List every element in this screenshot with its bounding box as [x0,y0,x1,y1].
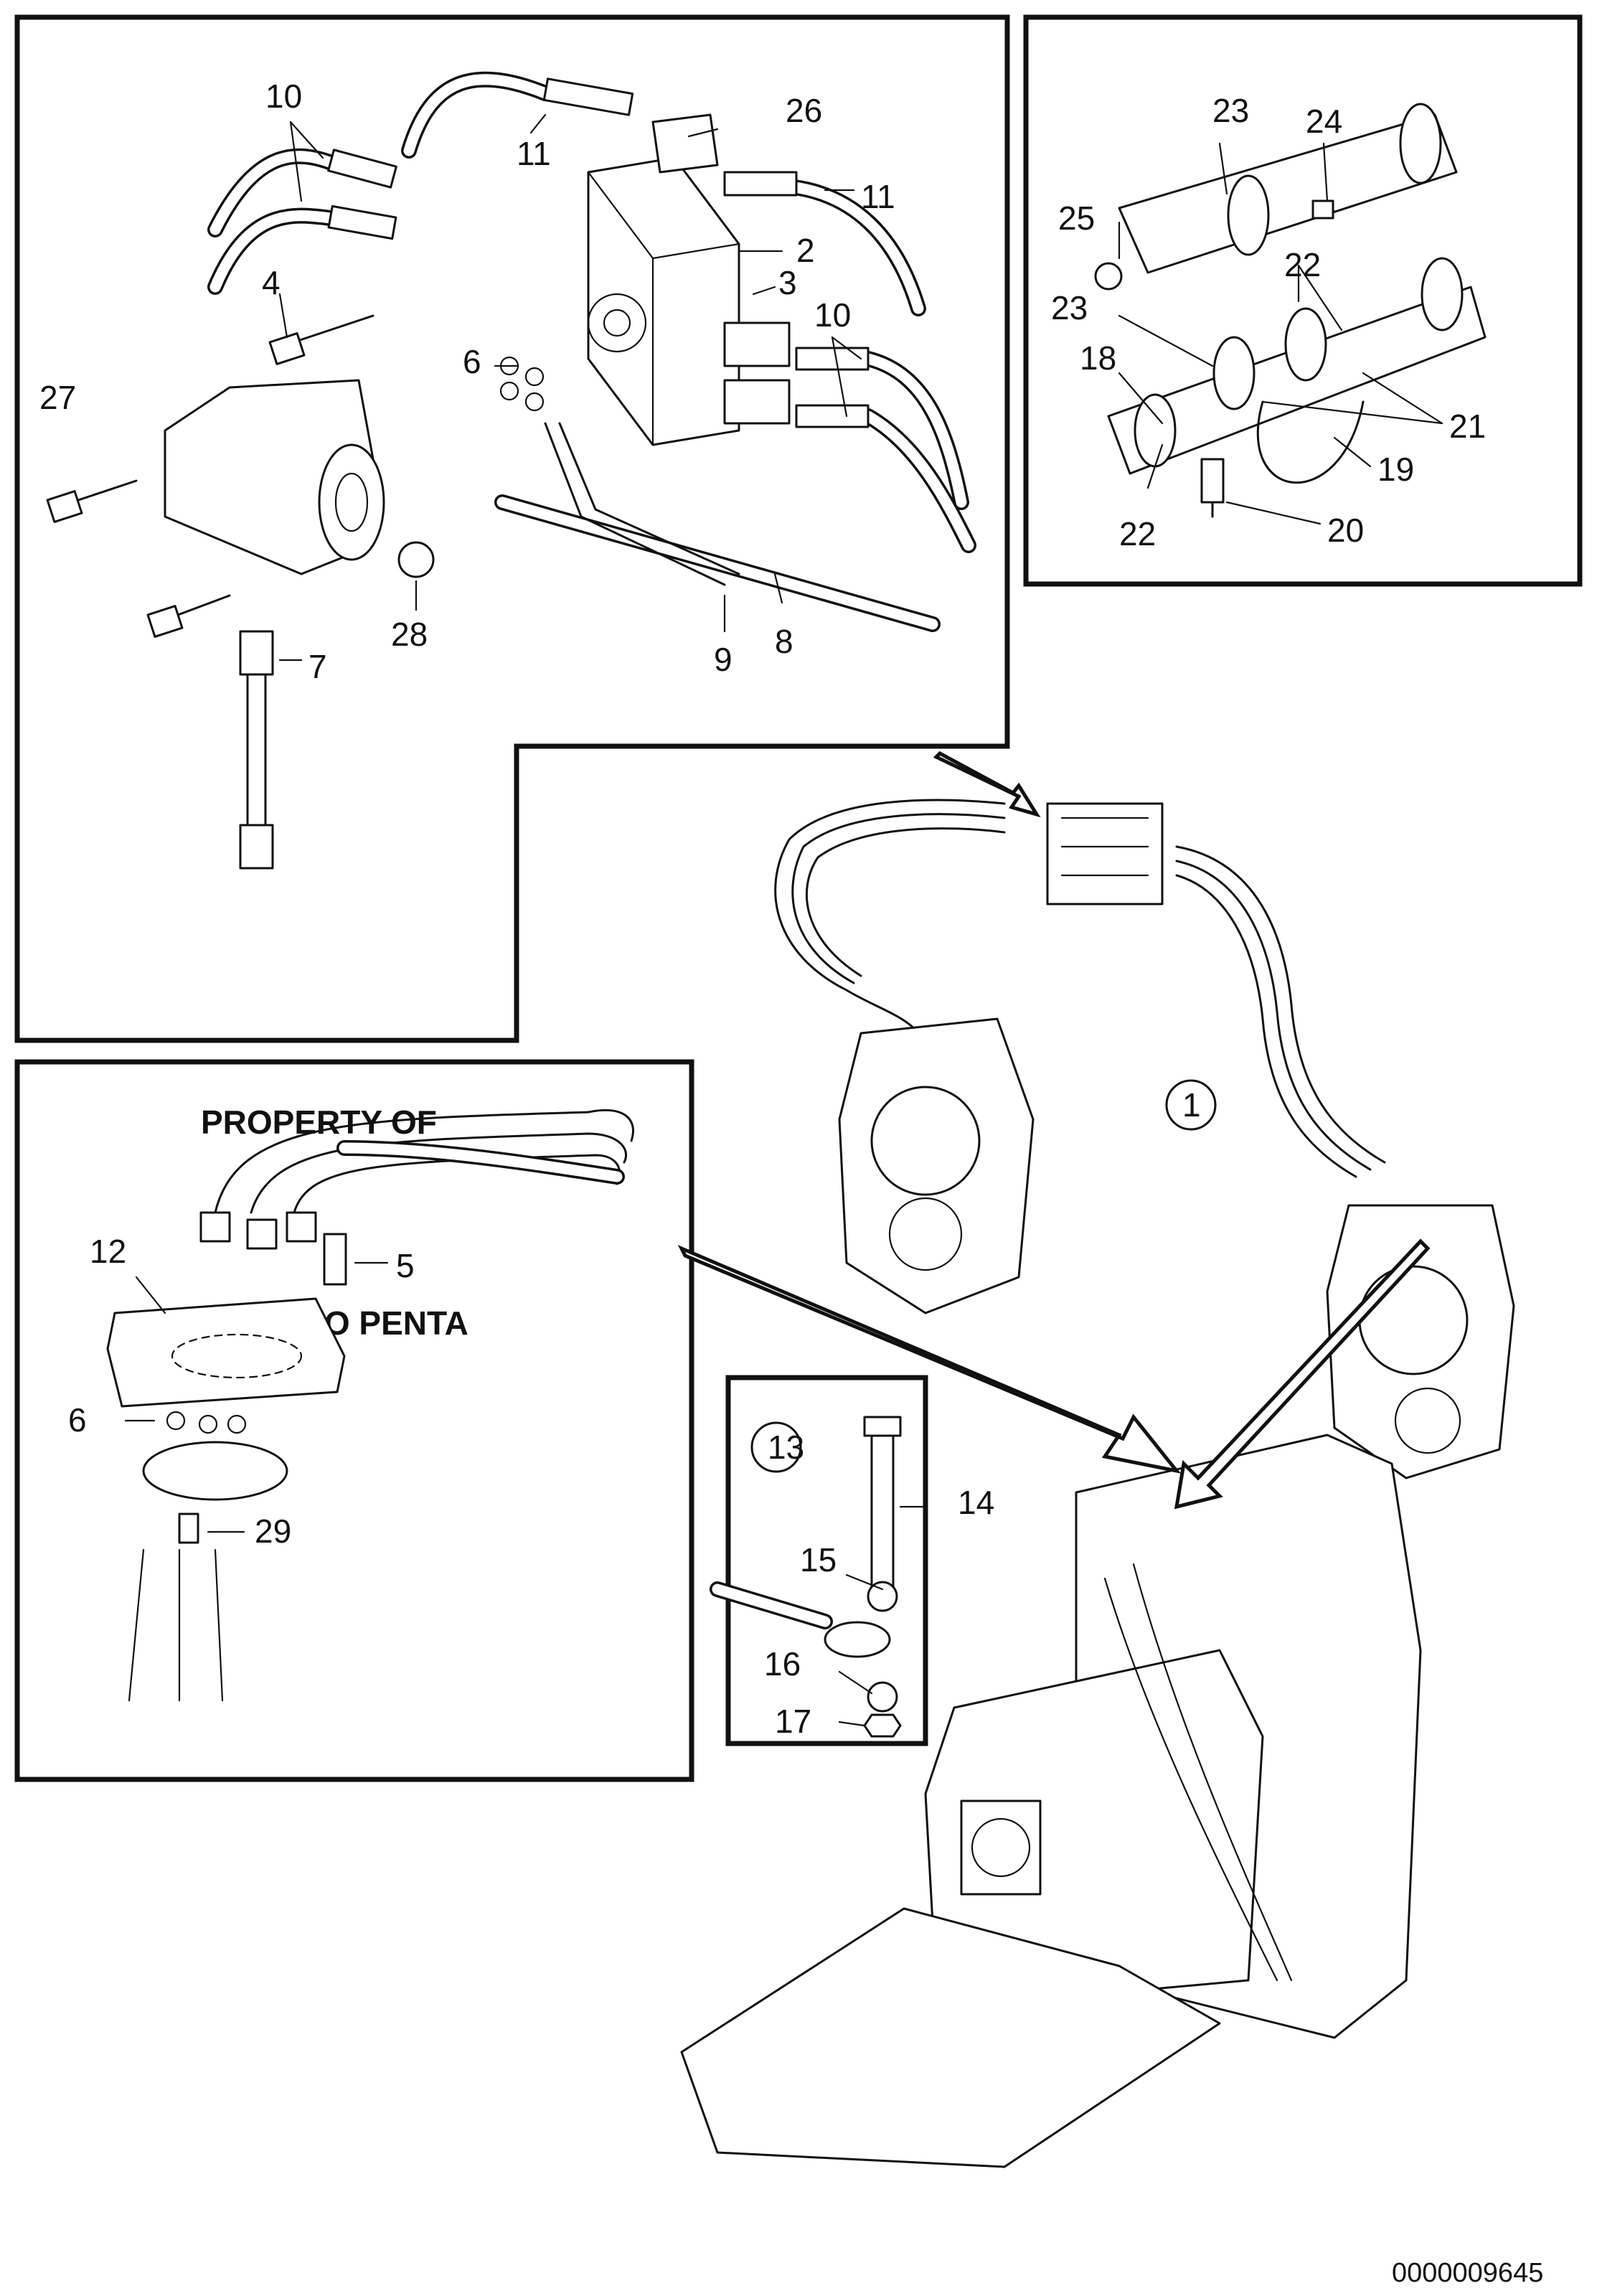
callout-13-cable-kit: 13 [768,1429,804,1466]
valve-callouts: 10 11 26 11 2 3 10 4 6 27 7 28 9 8 [39,77,895,685]
callout-11-hose-upper: 11 [517,135,551,172]
callout-16-washer: 16 [764,1645,801,1683]
callout-10-hose-right: 10 [814,296,851,334]
hose-clamp-callouts: 23 24 25 22 23 18 21 19 22 20 [1051,92,1486,552]
callout-4-screw: 4 [262,264,281,301]
callout-23-clamp-left: 23 [1051,289,1088,326]
callout-11-hose-right: 11 [861,178,895,215]
drawing-number: 0000009645 [1392,2258,1543,2288]
callout-12-adapter-block: 12 [90,1233,126,1270]
callout-29-screw: 29 [255,1512,291,1550]
drive-assembly-drawing [677,751,1515,2168]
adapter-plate-callouts: 12 5 6 29 [68,1233,415,1550]
main-callouts: 1 [1182,1086,1201,1124]
callout-6-o-ring: 6 [463,343,481,380]
callout-14-bolt: 14 [958,1484,994,1521]
callout-21-bracket: 21 [1449,408,1486,445]
callout-24-screw: 24 [1306,103,1342,140]
adapter-plate-drawing [106,1109,634,1702]
callout-7-pipe: 7 [308,648,327,685]
cable-detail-frame [725,1375,928,1746]
cable-connection-drawing [710,1416,927,1738]
callout-3-fitting: 3 [778,264,797,301]
hose-clamp-detail-frame [1023,14,1583,587]
callout-5-screw: 5 [396,1247,415,1284]
callout-15-washer: 15 [800,1541,837,1578]
callout-19-pipe: 19 [1377,451,1414,488]
adapter-plate-detail-frame [14,1059,694,1782]
callout-17-nut: 17 [775,1703,811,1740]
callout-26-fitting: 26 [786,92,822,129]
callout-18-hose: 18 [1080,339,1116,377]
callout-25-nut: 25 [1058,199,1095,237]
callout-1-hose-kit: 1 [1182,1086,1201,1124]
hose-clamp-drawing [1094,103,1487,525]
callout-27-screw: 27 [39,379,76,416]
cable-connection-callouts: 13 14 15 16 17 [764,1429,994,1740]
callout-6-o-ring-lower: 6 [68,1401,87,1439]
callout-28-plug: 28 [391,616,428,653]
watermark-line1: PROPERTY OF [201,1104,437,1141]
callout-8-hose: 8 [775,623,793,660]
callout-2-valve-block: 2 [796,232,815,269]
callout-10-hose: 10 [265,77,302,115]
callout-9-pipe: 9 [714,641,732,678]
valve-assembly-drawing [46,71,976,870]
callout-20-nipple: 20 [1327,512,1364,549]
callout-23-clamp-top: 23 [1212,92,1249,129]
callout-22-clamp-lower: 22 [1119,515,1156,552]
valve-detail-frame [14,14,1010,1043]
callout-22-clamp-upper: 22 [1284,246,1321,283]
